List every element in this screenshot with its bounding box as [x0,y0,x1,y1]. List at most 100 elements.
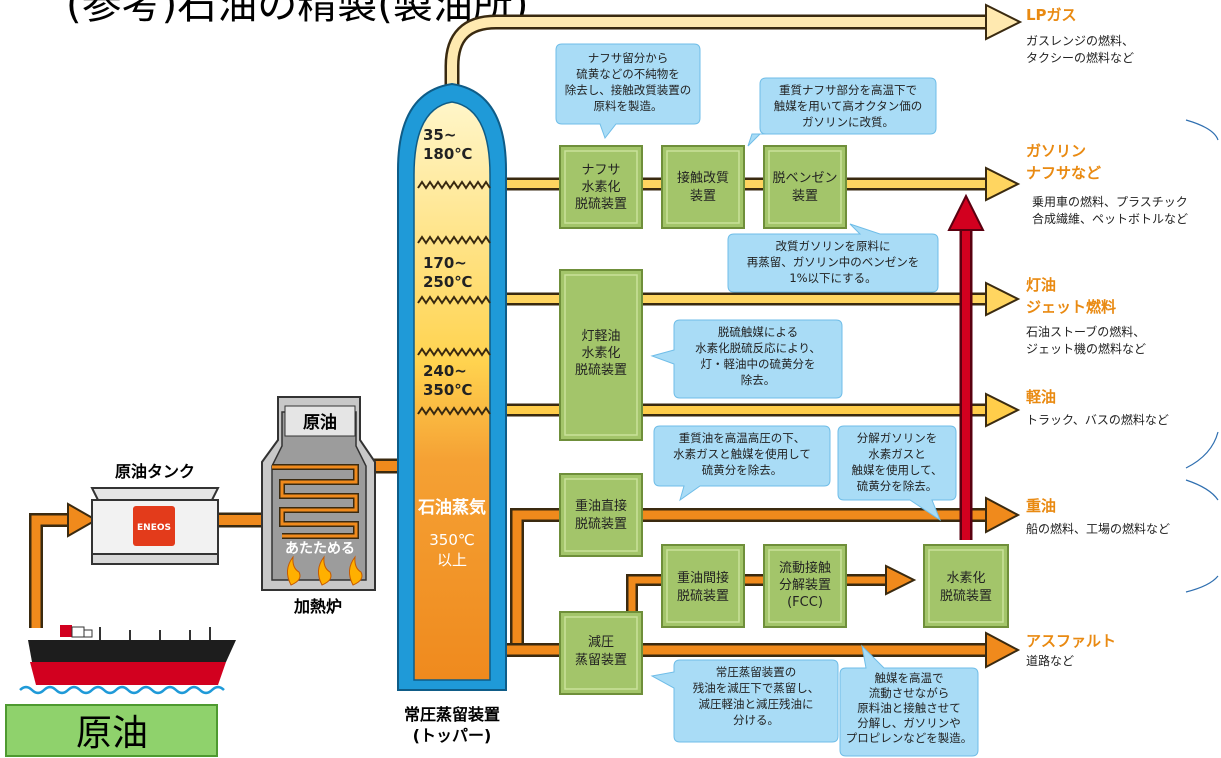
note-vacuum: 常圧蒸留装置の 残油を減圧下で蒸留し、 減圧軽油と減圧残油に 分ける。 [650,659,839,743]
temp-4a: 350℃ [429,531,474,549]
unit-vacuum: 減圧 蒸留装置 [559,611,643,695]
note-hydro: 分解ガソリンを 水素ガスと 触媒を使用して、 硫黄分を除去。 [837,425,957,522]
svg-text:軽油: 軽油 [1026,388,1056,406]
svg-text:水素化: 水素化 [581,346,620,361]
svg-text:除去し、接触改質装置の: 除去し、接触改質装置の [565,83,692,97]
svg-text:硫黄などの不純物を: 硫黄などの不純物を [576,67,680,81]
steam-label: 石油蒸気 [417,497,486,518]
svg-text:石油ストーブの燃料、: 石油ストーブの燃料、 [1026,324,1145,339]
heating-furnace: 原油 あたためる 加熱炉 [261,396,376,616]
svg-text:灯軽油: 灯軽油 [581,329,620,344]
svg-text:脱硫装置: 脱硫装置 [575,517,627,532]
note-fcc: 触媒を高温で 流動させながら 原料油と接触させて 分解し、ガソリンや プロピレン… [839,644,979,757]
product-kerosene: 灯油 ジェット燃料 石油ストーブの燃料、 ジェット機の燃料など [1026,276,1146,356]
flame-icons [287,555,363,586]
svg-text:ガソリン: ガソリン [1026,142,1086,160]
unit-hydro-hds: 水素化 脱硫装置 [923,544,1009,628]
tower-name-1: 常圧蒸留装置 [404,705,500,724]
svg-text:脱硫触媒による: 脱硫触媒による [718,325,798,339]
furnace-top-label: 原油 [303,412,337,433]
svg-text:減圧軽油と減圧残油に: 減圧軽油と減圧残油に [699,697,814,711]
svg-text:合成繊維、ペットボトルなど: 合成繊維、ペットボトルなど [1032,211,1188,226]
note-debenzene: 改質ガソリンを原料に 再蒸留、ガソリン中のベンゼンを 1%以下にする。 [727,223,939,293]
svg-text:プロピレンなどを製造。: プロピレンなどを製造。 [846,731,973,745]
svg-text:常圧蒸留装置の: 常圧蒸留装置の [716,665,797,679]
svg-text:触媒を使用して、: 触媒を使用して、 [851,463,942,477]
svg-text:重質ナフサ部分を高温下で: 重質ナフサ部分を高温下で [779,83,917,97]
unit-resid-hds: 重油直接 脱硫装置 [559,473,643,557]
svg-text:1%以下にする。: 1%以下にする。 [789,271,876,285]
temp-2b: 250℃ [423,273,472,291]
note-kerosene: 脱硫触媒による 水素化脱硫反応により、 灯・軽油中の硫黄分を 除去。 [650,319,843,399]
svg-text:(FCC): (FCC) [787,595,823,610]
svg-text:ガスレンジの燃料、: ガスレンジの燃料、 [1026,33,1134,48]
svg-text:原料を製造。: 原料を製造。 [594,99,663,113]
svg-text:ジェット機の燃料など: ジェット機の燃料など [1026,341,1146,356]
eneos-logo [133,506,175,546]
svg-text:改質ガソリンを原料に: 改質ガソリンを原料に [776,239,891,253]
svg-text:水素化脱硫反応により、: 水素化脱硫反応により、 [695,341,821,355]
note-reformer: 重質ナフサ部分を高温下で 触媒を用いて高オクタン価の ガソリンに改質。 [747,77,937,147]
svg-text:分解ガソリンを: 分解ガソリンを [857,431,938,445]
svg-text:重油直接: 重油直接 [575,498,627,514]
edge-brackets [1185,119,1219,593]
svg-text:装置: 装置 [792,189,818,204]
svg-text:トラック、バスの燃料など: トラック、バスの燃料など [1026,412,1169,427]
svg-text:脱硫装置: 脱硫装置 [575,363,627,378]
svg-text:LPガス: LPガス [1026,6,1077,24]
svg-text:ガソリンに改質。: ガソリンに改質。 [802,115,894,129]
product-gasoil: 軽油 トラック、バスの燃料など [1026,388,1169,427]
svg-text:タクシーの燃料など: タクシーの燃料など [1026,50,1134,65]
svg-text:脱硫装置: 脱硫装置 [677,589,729,604]
svg-text:脱硫装置: 脱硫装置 [575,197,627,212]
svg-text:再蒸留、ガソリン中のベンゼンを: 再蒸留、ガソリン中のベンゼンを [747,255,920,269]
unit-naphtha-hds: ナフサ 水素化 脱硫装置 [559,145,643,229]
temp-1a: 35~ [423,126,456,144]
note-resid: 重質油を高温高圧の下、 水素ガスと触媒を使用して 硫黄分を除去。 [653,425,831,502]
svg-text:脱硫装置: 脱硫装置 [940,589,992,604]
svg-text:硫黄分を除去。: 硫黄分を除去。 [857,479,938,493]
unit-kerosene-hds: 灯軽油 水素化 脱硫装置 [559,269,643,441]
svg-text:残油を減圧下で蒸留し、: 残油を減圧下で蒸留し、 [693,681,820,695]
svg-text:ナフサ: ナフサ [581,163,620,178]
temp-3a: 240~ [423,362,467,380]
svg-text:灯油: 灯油 [1026,276,1056,294]
svg-text:重油: 重油 [1026,497,1056,515]
svg-text:ジェット燃料: ジェット燃料 [1026,298,1116,316]
svg-text:装置: 装置 [690,189,716,204]
unit-debenzene: 脱ベンゼン 装置 [763,145,847,229]
note-bubbles: ナフサ留分から 硫黄などの不純物を 除去し、接触改質装置の 原料を製造。 重質ナ… [555,43,979,757]
svg-text:接触改質: 接触改質 [677,170,729,186]
crude-tank: ENEOS 原油タンク [90,462,220,565]
svg-text:水素化: 水素化 [946,571,985,586]
unit-reformer: 接触改質 装置 [661,145,745,229]
svg-text:水素化: 水素化 [581,180,620,195]
product-lpg: LPガス ガスレンジの燃料、 タクシーの燃料など [1026,6,1134,65]
temp-3b: 350℃ [423,381,472,399]
page-title: (参考)石油の精製(製油所) [66,0,528,28]
svg-text:脱ベンゼン: 脱ベンゼン [772,171,837,186]
svg-text:分ける。: 分ける。 [733,713,779,727]
crude-label-box: 原油 [5,704,218,757]
tower-trays [417,180,491,416]
svg-text:重油間接: 重油間接 [677,570,729,586]
svg-text:ENEOS: ENEOS [137,523,171,533]
svg-text:原料油と接触させて: 原料油と接触させて [857,701,961,715]
svg-text:灯・軽油中の硫黄分を: 灯・軽油中の硫黄分を [701,357,816,371]
products: LPガス ガスレンジの燃料、 タクシーの燃料など ガソリン ナフサなど 乗用車の… [1026,6,1188,668]
temp-4b: 以上 [437,551,467,569]
svg-text:ナフサ留分から: ナフサ留分から [588,51,669,65]
furnace-name: 加熱炉 [293,597,342,616]
svg-text:触媒を用いて高オクタン価の: 触媒を用いて高オクタン価の [774,99,922,113]
svg-text:分解装置: 分解装置 [779,578,831,593]
product-heavy-oil: 重油 船の燃料、工場の燃料など [1026,497,1170,536]
unit-indirect-hds: 重油間接 脱硫装置 [661,544,745,628]
svg-text:原油: 原油 [76,713,148,754]
unit-fcc: 流動接触 分解装置 (FCC) [763,544,847,628]
distillation-tower: 35~ 180℃ 170~ 250℃ 240~ 350℃ 石油蒸気 350℃ 以… [397,82,507,745]
svg-text:アスファルト: アスファルト [1026,632,1116,650]
svg-text:水素ガスと: 水素ガスと [868,447,926,461]
tank-label: 原油タンク [115,462,195,481]
tanker-ship [19,625,236,695]
